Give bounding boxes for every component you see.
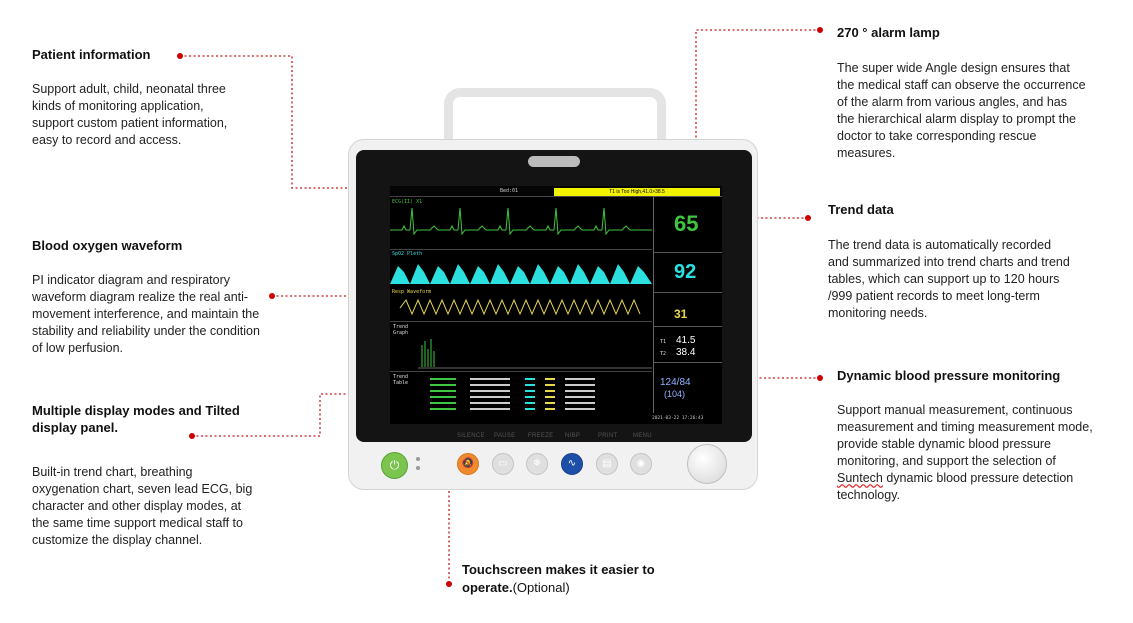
power-icon: ⏻	[389, 458, 400, 472]
callout-blood-oxygen-waveform: Blood oxygen waveform PI indicator diagr…	[32, 237, 272, 357]
optional-note: (Optional)	[512, 580, 570, 595]
bell-off-icon: 🔕	[461, 458, 475, 469]
callout-body: Support adult, child, neonatal three kin…	[32, 82, 228, 147]
callout-body: Support manual measurement, continuous m…	[837, 402, 1097, 504]
t1-label: T1	[660, 339, 667, 345]
resp-label: Resp Waveform	[392, 289, 432, 295]
resp-value: 31	[674, 307, 688, 321]
connector-spo2	[272, 269, 486, 297]
brand-name: Suntech	[837, 471, 883, 485]
callout-blood-pressure: Dynamic blood pressure monitoring Suppor…	[837, 367, 1097, 504]
trend-graph	[418, 339, 652, 369]
hr-panel[interactable]: 65	[653, 196, 722, 253]
silence-button[interactable]: 🔕	[457, 453, 479, 475]
status-led	[416, 466, 420, 470]
menu-icon: ◉	[636, 458, 646, 469]
spo2-waveform	[390, 264, 652, 284]
t2-value: 38.4	[676, 347, 696, 358]
nibp-map: (104)	[664, 389, 686, 399]
callout-body: The super wide Angle design ensures that…	[837, 61, 1086, 160]
bed-label: Bed:01	[500, 188, 519, 194]
dot-touch	[446, 581, 452, 587]
print-icon: ▤	[602, 458, 612, 469]
ecg-waveform	[390, 207, 652, 236]
pause-button[interactable]: ▭	[492, 453, 514, 475]
callout-title: Blood oxygen waveform	[32, 238, 183, 253]
callout-trend-data: Trend data The trend data is automatical…	[828, 201, 1073, 322]
pause-icon: ▭	[498, 458, 508, 469]
nibp-value: 124/84	[660, 377, 691, 388]
trend-table	[430, 378, 595, 410]
freeze-button[interactable]: ❄	[526, 453, 548, 475]
dot-display	[189, 433, 195, 439]
pause-label: PAUSE	[494, 433, 516, 439]
callout-title: Patient information	[32, 47, 151, 62]
datetime: 2021-03-22 17:26:43	[652, 416, 704, 421]
callout-body: The trend data is automatically recorded…	[828, 238, 1070, 320]
monitor-handle	[444, 88, 666, 146]
alarm-lamp	[528, 156, 580, 167]
trend-table-label: Trend Table	[393, 374, 409, 386]
callout-patient-information: Patient information Support adult, child…	[32, 46, 242, 149]
spo2-panel[interactable]: 92	[653, 252, 722, 293]
dot-lamp	[817, 27, 823, 33]
hr-value: 65	[674, 211, 699, 236]
nibp-label: NIBP	[565, 433, 581, 439]
menu-label: MENU	[633, 433, 652, 439]
dot-nibp	[817, 375, 823, 381]
connector-display	[192, 393, 390, 437]
callout-title: Dynamic blood pressure monitoring	[837, 368, 1061, 383]
callout-title: Multiple display modes and Tilted displa…	[32, 403, 240, 435]
resp-panel[interactable]: 31	[653, 292, 722, 327]
t2-label: T2	[660, 351, 667, 357]
callout-body: Built-in trend chart, breathing oxygenat…	[32, 465, 253, 547]
status-led	[416, 457, 420, 461]
monitor-screen[interactable]: Bed:01 T1 is Too High,41.0>38.5 ECG(II) …	[390, 186, 722, 424]
spo2-label: SpO2 Pleth	[392, 251, 423, 257]
rotary-knob[interactable]	[687, 444, 727, 484]
resp-waveform	[399, 298, 641, 316]
freeze-label: FREEZE	[528, 433, 554, 439]
cuff-icon: ∿	[567, 458, 577, 469]
temp-panel[interactable]: T1 41.5 T2 38.4	[653, 326, 722, 363]
dot-trend	[805, 215, 811, 221]
trend-graph-label: Trend Graph	[393, 324, 409, 336]
print-button[interactable]: ▤	[596, 453, 618, 475]
dot-patient	[177, 53, 183, 59]
t1-value: 41.5	[676, 335, 696, 346]
print-label: PRINT	[598, 433, 618, 439]
nibp-button[interactable]: ∿	[561, 453, 583, 475]
alarm-message: T1 is Too High,41.0>38.5	[554, 188, 720, 196]
menu-button[interactable]: ◉	[630, 453, 652, 475]
spo2-value: 92	[674, 261, 697, 283]
dot-spo2	[269, 293, 275, 299]
connector-patient	[180, 55, 400, 189]
snowflake-icon: ❄	[532, 458, 542, 469]
callout-display-modes: Multiple display modes and Tilted displa…	[32, 402, 257, 549]
callout-title: 270 ° alarm lamp	[837, 25, 940, 40]
ecg-label: ECG(II) X1	[392, 199, 423, 205]
callout-title: Touchscreen makes it easier to operate.(…	[462, 561, 662, 597]
body-text: dynamic blood pressure detection technol…	[837, 471, 1074, 502]
power-button[interactable]: ⏻	[381, 452, 408, 479]
nibp-panel[interactable]: 124/84 (104)	[653, 362, 722, 413]
title-text: Touchscreen makes it easier to operate.	[462, 562, 655, 595]
callout-body: PI indicator diagram and respiratory wav…	[32, 273, 260, 355]
callout-touchscreen: Touchscreen makes it easier to operate.(…	[462, 561, 662, 597]
body-text: Support manual measurement, continuous m…	[837, 403, 1093, 468]
silence-label: SILENCE	[457, 433, 485, 439]
callout-alarm-lamp: 270 ° alarm lamp The super wide Angle de…	[837, 24, 1087, 162]
callout-title: Trend data	[828, 202, 894, 217]
